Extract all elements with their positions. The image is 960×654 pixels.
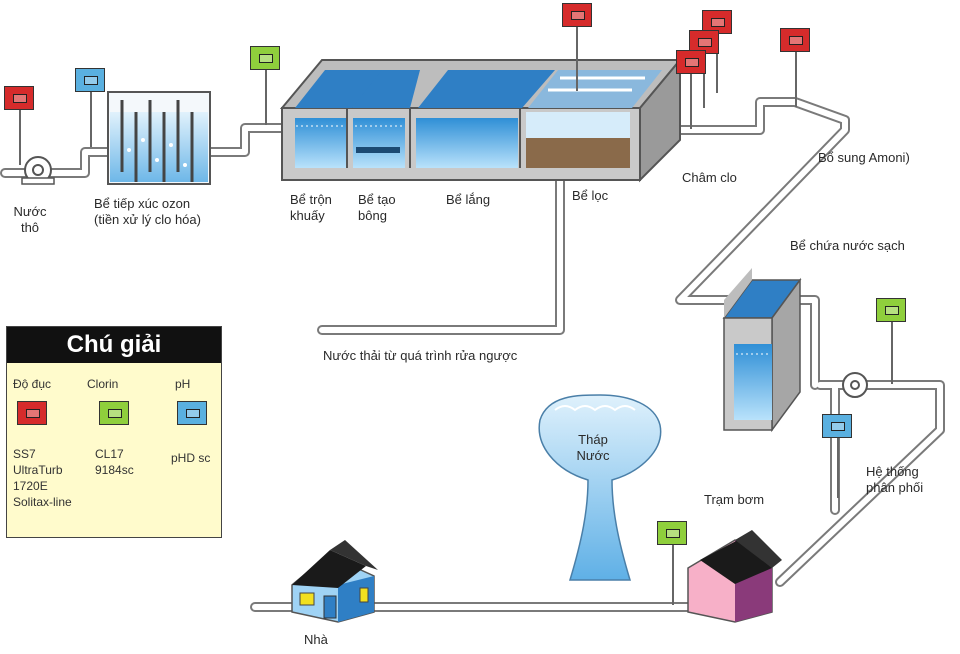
sensor-pole <box>265 70 267 125</box>
raw-water-pump-icon <box>21 156 55 185</box>
sensor-pole <box>90 92 92 147</box>
filter-tank-label: Bể lọc <box>572 188 609 203</box>
sensor-pole <box>576 26 578 91</box>
water-tower-label-line2: Nước <box>576 448 610 463</box>
sensor-pole <box>716 33 718 93</box>
legend-turbidity-model: UltraTurb <box>13 463 63 477</box>
flocculation-tank-label-line2: bông <box>358 208 387 223</box>
distribution-label-line2: phân phối <box>866 480 924 495</box>
pump-station-label: Trạm bơm <box>704 492 765 507</box>
turbidity-sensor-icon <box>689 30 719 54</box>
raw-water-label: Nước thô <box>8 204 52 236</box>
chlorine-dosing-label: Châm clo <box>682 170 737 185</box>
water-tower-label: Tháp Nước <box>568 432 618 464</box>
legend-chlorine-label: Clorin <box>87 377 119 391</box>
backwash-label: Nước thải từ quá trình rửa ngược <box>323 348 518 363</box>
legend-turbidity-label: Độ đục <box>13 377 52 391</box>
mixing-tank-label-line1: Bể trộn <box>290 192 332 207</box>
legend-turbidity-model: 1720E <box>13 479 48 493</box>
house-label: Nhà <box>304 632 328 647</box>
sensor-pole <box>19 110 21 165</box>
ph-sensor-icon <box>822 414 852 438</box>
sensor-pole <box>690 74 692 129</box>
ozone-contact-tank <box>107 91 211 185</box>
flocculation-tank-label-line1: Bể tạo <box>358 192 396 207</box>
raw-water-label-line2: thô <box>20 220 40 235</box>
clean-water-tank <box>722 268 802 433</box>
distribution-label-line1: Hệ thống <box>866 464 919 479</box>
clean-water-tank-label: Bể chứa nước sạch <box>790 238 905 253</box>
legend-turbidity-model: Solitax-line <box>13 495 72 509</box>
turbidity-sensor-icon <box>562 3 592 27</box>
chlorine-sensor-icon <box>250 46 280 70</box>
legend-ph-label: pH <box>175 377 191 391</box>
flocculation-tank-label: Bể tạo bông <box>358 192 396 224</box>
ozone-tank-label-line2: (tiền xử lý clo hóa) <box>94 212 201 227</box>
raw-water-label-line1: Nước <box>13 204 47 219</box>
mixing-tank-label: Bể trộn khuấy <box>290 192 332 224</box>
turbidity-sensor-icon <box>676 50 706 74</box>
treatment-basin <box>279 57 683 183</box>
legend-ph-sensor-icon <box>177 401 207 425</box>
sensor-pole <box>672 545 674 605</box>
legend-turbidity-model: SS7 <box>13 447 36 461</box>
legend-turbidity-sensor-icon <box>17 401 47 425</box>
ozone-tank-label: Bể tiếp xúc ozon (tiền xử lý clo hóa) <box>94 196 201 228</box>
legend-chlorine-model: CL17 <box>95 447 124 461</box>
pump-station-house <box>687 530 782 623</box>
legend-chlorine-model: 9184sc <box>95 463 134 477</box>
legend-ph-model: pHD sc <box>171 451 211 465</box>
water-tower <box>538 394 662 581</box>
chlorine-sensor-icon <box>657 521 687 545</box>
ammonia-dosing-label: Bổ sung Amoni) <box>818 150 910 165</box>
settling-tank-label: Bể lắng <box>446 192 491 207</box>
turbidity-sensor-icon <box>780 28 810 52</box>
clean-water-pump-icon <box>842 372 868 398</box>
mixing-tank-label-line2: khuấy <box>290 208 325 223</box>
sensor-pole <box>703 53 705 108</box>
legend-title: Chú giải <box>7 327 221 363</box>
sensor-pole <box>837 438 839 498</box>
sensor-pole <box>795 52 797 107</box>
distribution-label: Hệ thống phân phối <box>866 464 923 496</box>
ph-sensor-icon <box>75 68 105 92</box>
legend-chlorine-sensor-icon <box>99 401 129 425</box>
water-tower-label-line1: Tháp <box>578 432 608 447</box>
sensor-pole <box>891 322 893 384</box>
chlorine-sensor-icon <box>876 298 906 322</box>
house <box>291 540 378 623</box>
legend: Chú giải Độ đục Clorin pH SS7 UltraTurb … <box>6 326 222 538</box>
turbidity-sensor-icon <box>4 86 34 110</box>
ozone-tank-label-line1: Bể tiếp xúc ozon <box>94 196 191 211</box>
